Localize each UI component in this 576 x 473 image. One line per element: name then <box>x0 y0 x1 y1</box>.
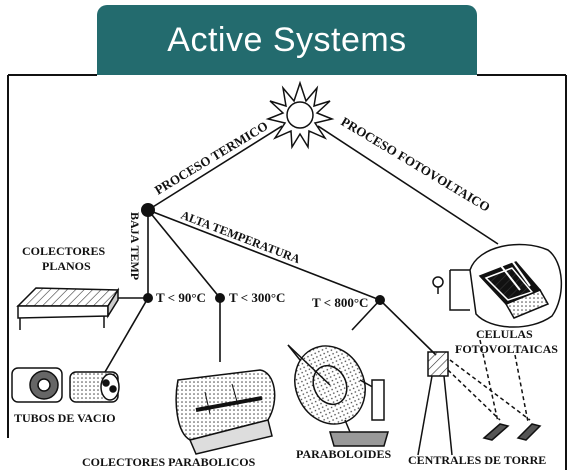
label-proceso-fotovoltaico: PROCESO FOTOVOLTAICO <box>338 114 492 215</box>
connector-lines <box>104 125 499 373</box>
label-tubos-vacio: TUBOS DE VACIO <box>14 411 116 425</box>
label-colectores-parabolicos: COLECTORES PARABOLICOS <box>82 455 256 469</box>
title-banner: Active Systems <box>97 5 477 75</box>
parabolic-dish-icon <box>287 344 389 447</box>
label-celulas-2: FOTOVOLTAICAS <box>455 342 558 356</box>
sun-icon <box>265 80 335 150</box>
node-termico <box>141 203 155 217</box>
node-t90 <box>143 293 153 303</box>
label-t800: T < 800°C <box>312 295 368 310</box>
label-centrales-torre: CENTRALES DE TORRE <box>408 453 546 467</box>
photovoltaic-cell-icon <box>432 243 563 328</box>
label-t90: T < 90°C <box>156 290 206 305</box>
label-alta-temperatura: ALTA TEMPERATURA <box>179 208 303 267</box>
parabolic-trough-icon <box>175 369 276 455</box>
page-title: Active Systems <box>167 20 407 59</box>
node-t800 <box>375 295 385 305</box>
junction-nodes <box>141 203 385 305</box>
label-proceso-termico: PROCESO TERMICO <box>152 118 271 198</box>
node-t300 <box>215 293 225 303</box>
label-baja-temp: BAJA TEMP <box>128 212 142 280</box>
label-colectores-planos-1: COLECTORES <box>22 244 105 258</box>
label-celulas-1: CELULAS <box>476 327 533 341</box>
label-colectores-planos-2: PLANOS <box>42 259 91 273</box>
flat-plate-collector-icon <box>16 287 120 330</box>
vacuum-tube-icon <box>11 367 120 403</box>
diagram-frame <box>7 74 567 470</box>
solar-tower-icon <box>417 339 542 456</box>
label-t300: T < 300°C <box>229 290 285 305</box>
label-paraboloides: PARABOLOIDES <box>296 447 391 461</box>
